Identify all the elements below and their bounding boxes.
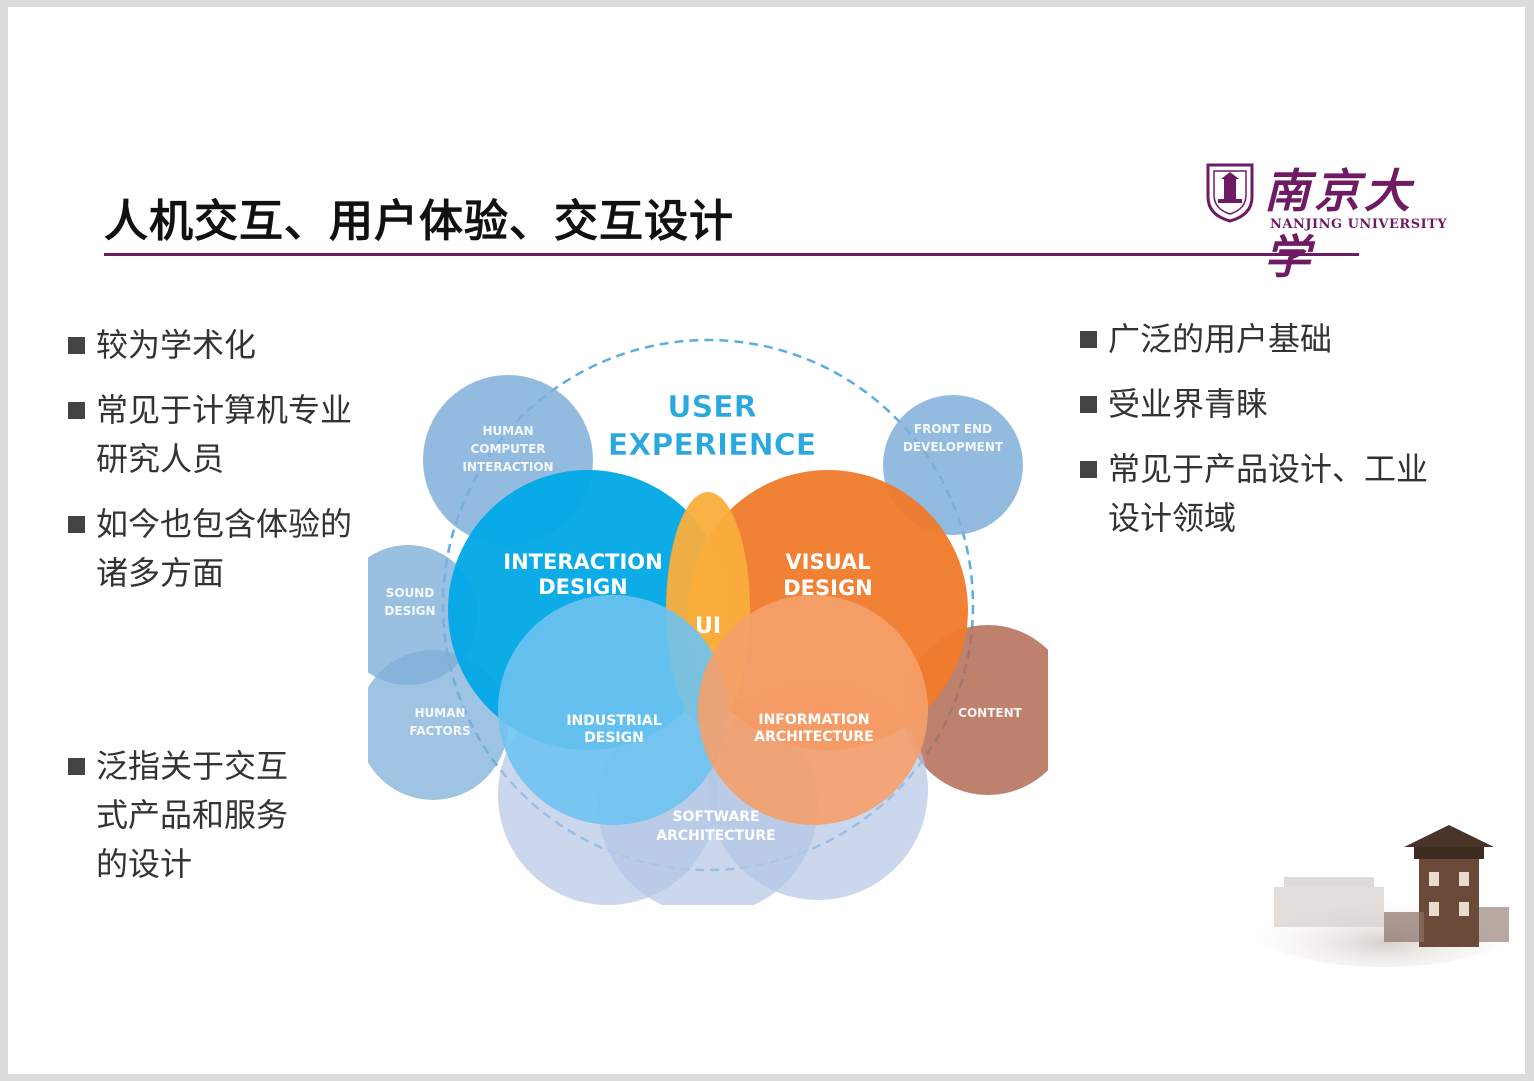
software-architecture-label: ARCHITECTURE xyxy=(656,828,775,844)
frontend-circle xyxy=(883,395,1023,535)
bullet-line: 泛指关于交互 xyxy=(96,747,289,785)
square-bullet-icon xyxy=(68,516,85,533)
industrial-design-circle xyxy=(498,595,728,825)
square-bullet-icon xyxy=(1080,396,1097,413)
university-seal-icon xyxy=(1206,163,1254,223)
title-divider xyxy=(104,253,1359,256)
slide-title: 人机交互、用户体验、交互设计 xyxy=(104,196,734,247)
information-architecture-label: ARCHITECTURE xyxy=(754,729,873,745)
university-logo: 南京大学 NANJING UNIVERSITY xyxy=(1204,155,1454,284)
visual-design-label: VISUAL xyxy=(785,550,870,574)
human-factors-label: HUMAN xyxy=(414,706,465,720)
bullet-line: 广泛的用户基础 xyxy=(1108,320,1333,358)
interaction-design-label: INTERACTION xyxy=(503,550,662,574)
bullet-line: 常见于产品设计、工业 xyxy=(1108,450,1429,488)
bullet-line: 式产品和服务 xyxy=(96,796,289,834)
slide: 人机交互、用户体验、交互设计 南京大学 NANJING UNIVERSITY 较… xyxy=(8,7,1525,1074)
information-architecture-circle xyxy=(698,595,928,825)
ui-label: UI xyxy=(695,614,721,639)
ux-title-line2: EXPERIENCE xyxy=(608,428,816,463)
left-bullet-experience: 如今也包含体验的 诸多方面 xyxy=(68,500,352,598)
interaction-design-label: DESIGN xyxy=(538,575,628,599)
human-factors-label: FACTORS xyxy=(409,724,470,738)
frontend-label: DEVELOPMENT xyxy=(903,440,1004,454)
bullet-line: 如今也包含体验的 xyxy=(96,505,353,543)
ux-venn-diagram: HUMAN COMPUTER INTERACTION FRONT END DEV… xyxy=(368,338,1048,905)
logo-english-name: NANJING UNIVERSITY xyxy=(1270,217,1448,232)
hci-label: COMPUTER xyxy=(470,442,545,456)
sound-design-label: SOUND xyxy=(386,586,435,600)
bullet-line: 受业界青睐 xyxy=(1108,385,1269,423)
frontend-label: FRONT END xyxy=(914,422,992,436)
square-bullet-icon xyxy=(1080,461,1097,478)
right-bullet-product-design: 常见于产品设计、工业 设计领域 xyxy=(1080,445,1428,543)
bullet-line: 的设计 xyxy=(96,845,193,883)
left-bottom-bullet-list: 泛指关于交互 式产品和服务 的设计 xyxy=(68,742,288,905)
software-architecture-label: SOFTWARE xyxy=(672,809,759,825)
hci-label: HUMAN xyxy=(482,424,533,438)
sound-design-circle xyxy=(368,545,478,685)
logo-chinese-name: 南京大学 xyxy=(1264,164,1414,284)
right-bullet-industry: 受业界青睐 xyxy=(1080,380,1428,429)
visual-design-label: DESIGN xyxy=(783,576,873,600)
bullet-line: 较为学术化 xyxy=(96,326,257,364)
left-bullet-academic: 较为学术化 xyxy=(68,321,352,370)
square-bullet-icon xyxy=(68,402,85,419)
bullet-line: 设计领域 xyxy=(1108,499,1237,537)
square-bullet-icon xyxy=(68,758,85,775)
hci-label: INTERACTION xyxy=(462,460,553,474)
right-bullet-user-base: 广泛的用户基础 xyxy=(1080,315,1428,364)
bullet-line: 诸多方面 xyxy=(96,554,225,592)
industrial-design-label: DESIGN xyxy=(584,730,644,746)
sound-design-label: DESIGN xyxy=(384,604,435,618)
left-bullet-interactive-products: 泛指关于交互 式产品和服务 的设计 xyxy=(68,742,288,889)
industrial-design-label: INDUSTRIAL xyxy=(566,713,661,729)
square-bullet-icon xyxy=(68,337,85,354)
campus-building-illustration xyxy=(1254,825,1514,967)
square-bullet-icon xyxy=(1080,331,1097,348)
bullet-line: 常见于计算机专业 xyxy=(96,391,353,429)
bullet-line: 研究人员 xyxy=(96,440,225,478)
ux-title-line1: USER xyxy=(667,390,757,425)
right-bullet-list: 广泛的用户基础 受业界青睐 常见于产品设计、工业 设计领域 xyxy=(1080,315,1428,559)
left-bullet-cs-researchers: 常见于计算机专业 研究人员 xyxy=(68,386,352,484)
information-architecture-label: INFORMATION xyxy=(758,712,869,728)
content-label: CONTENT xyxy=(958,706,1022,720)
left-bullet-list: 较为学术化 常见于计算机专业 研究人员 如今也包含体验的 诸多方面 xyxy=(68,321,352,614)
